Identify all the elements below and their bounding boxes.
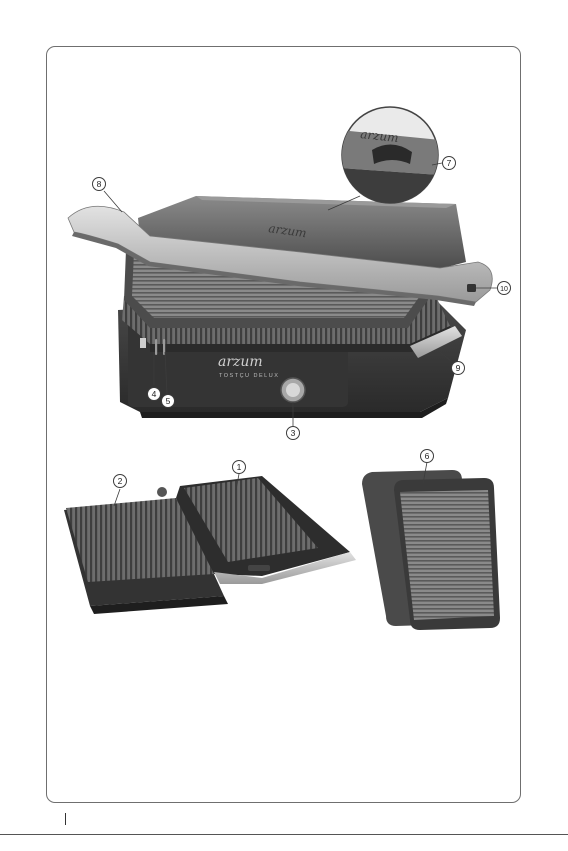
callout-1: 1 — [233, 461, 246, 474]
ready-light — [155, 339, 157, 355]
brand-logo: arzum — [218, 354, 263, 370]
thermostat-knob-icon — [281, 378, 305, 402]
removable-plates-illustration — [362, 470, 500, 630]
svg-text:1: 1 — [237, 462, 242, 472]
callout-8: 8 — [93, 178, 106, 191]
svg-text:5: 5 — [166, 396, 171, 406]
callout-3: 3 — [287, 427, 300, 440]
callout-9: 9 — [452, 362, 465, 375]
callout-2: 2 — [114, 475, 127, 488]
callout-5: 5 — [162, 395, 175, 408]
model-label: TOSTÇU DELUX — [219, 373, 279, 379]
svg-text:9: 9 — [456, 363, 461, 373]
svg-text:8: 8 — [97, 179, 102, 189]
svg-text:4: 4 — [152, 389, 157, 399]
bottom-rule — [0, 834, 568, 835]
callout-10: 10 — [498, 282, 511, 295]
svg-text:2: 2 — [118, 476, 123, 486]
callout-6: 6 — [421, 450, 434, 463]
inset-detail: arzum — [328, 107, 440, 210]
power-indicator-icon — [140, 338, 146, 348]
svg-text:3: 3 — [291, 428, 296, 438]
callout-7: 7 — [443, 157, 456, 170]
main-grill-illustration: arzum arzum TOSTÇU DELUX — [68, 196, 492, 418]
svg-text:7: 7 — [447, 158, 452, 168]
open-grill-illustration — [64, 476, 356, 614]
page-marker — [65, 813, 66, 825]
callout-4: 4 — [148, 388, 161, 401]
svg-text:10: 10 — [500, 286, 508, 293]
svg-text:6: 6 — [425, 451, 430, 461]
